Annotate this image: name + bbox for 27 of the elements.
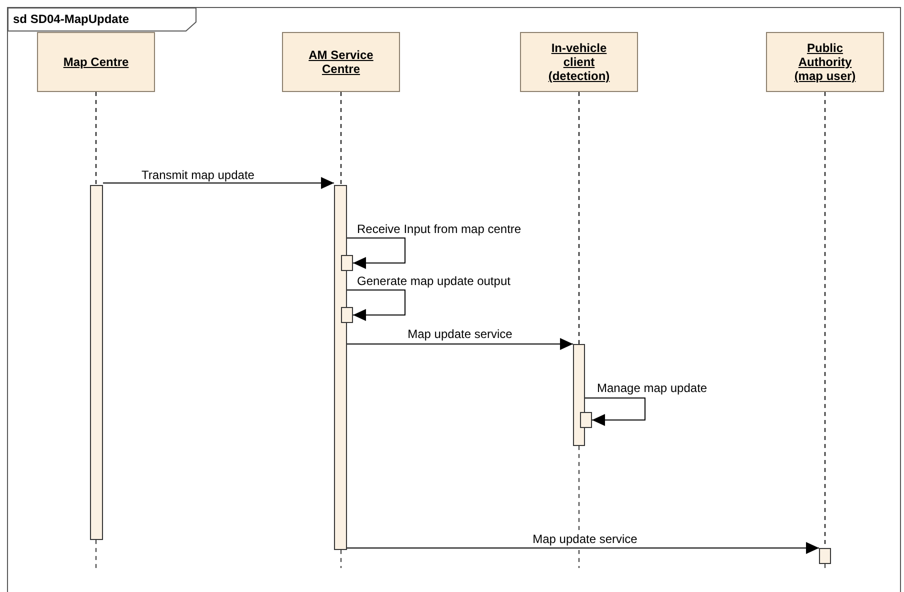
message-label: Map update service (406, 327, 514, 341)
activation-bar (580, 412, 592, 428)
activation-bar (819, 548, 831, 564)
lifeline-head: Public Authority (map user) (766, 32, 884, 92)
self-message-arrow (584, 398, 646, 426)
activation-bar (341, 255, 353, 271)
message-arrow (102, 177, 334, 189)
message-label: Transmit map update (140, 168, 256, 182)
message-label: Map update service (530, 532, 640, 546)
sequence-frame (7, 7, 901, 592)
message-arrow (346, 338, 574, 350)
self-message-arrow (346, 290, 406, 321)
frame-title: sd SD04-MapUpdate (13, 12, 130, 26)
lifeline-head: In-vehicle client (detection) (520, 32, 638, 92)
message-arrow (346, 542, 820, 554)
activation-bar (573, 344, 585, 446)
message-label: Generate map update output (355, 274, 512, 288)
lifeline (578, 92, 580, 344)
self-message-arrow (346, 238, 406, 269)
lifeline-head: AM Service Centre (282, 32, 400, 92)
message-label: Manage map update (595, 381, 710, 395)
message-label: Receive Input from map centre (355, 222, 524, 236)
lifeline (340, 92, 342, 186)
activation-bar (90, 185, 103, 540)
activation-bar (341, 307, 353, 323)
lifeline-head: Map Centre (37, 32, 155, 92)
activation-bar (334, 185, 347, 550)
